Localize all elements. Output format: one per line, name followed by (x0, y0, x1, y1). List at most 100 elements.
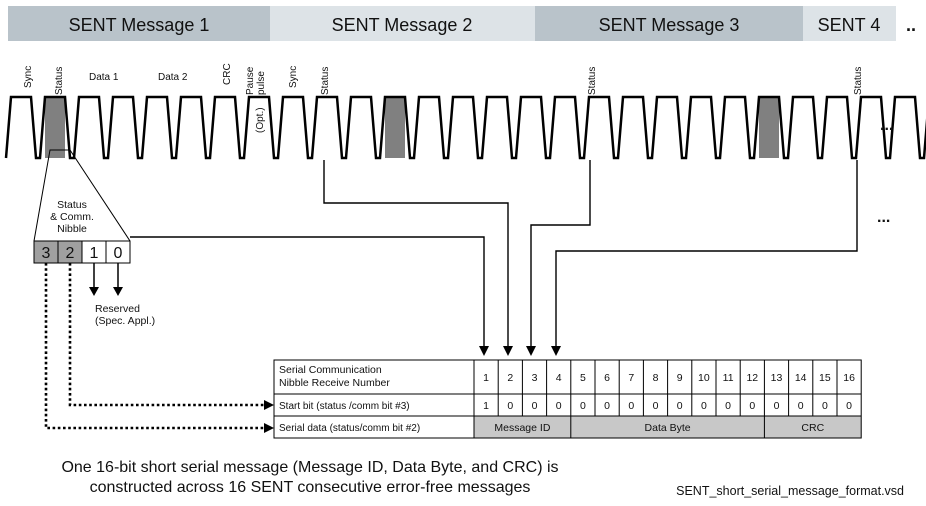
dotted-bit2-to-serial-data (44, 263, 265, 430)
nibble-title-line-1: Status (57, 199, 87, 211)
connector-lines (130, 160, 858, 346)
label-data-2: Data 2 (158, 72, 188, 83)
caption: One 16-bit short serial message (Message… (0, 458, 620, 498)
reserved-line-2: (Spec. Appl.) (95, 315, 155, 327)
start-bit-value: 1 (483, 400, 489, 412)
start-bit-value: 0 (556, 400, 562, 412)
status-highlight (385, 97, 405, 158)
table-border (273, 359, 862, 439)
field-cell (570, 416, 765, 438)
field-label: Message ID (494, 422, 550, 434)
field-label: Data Byte (645, 422, 691, 434)
nibble-number: 8 (653, 372, 659, 384)
connector-msg4-to-nibble4 (555, 160, 858, 346)
header-label-line-1: Serial Communication (279, 364, 382, 376)
banner-segment-2 (270, 6, 535, 41)
status-nibble-highlights (45, 97, 779, 158)
nibble-number: 10 (698, 372, 710, 384)
label-status-1: Status (54, 67, 65, 95)
start-bit-value: 0 (628, 400, 634, 412)
start-bit-value: 0 (774, 400, 780, 412)
file-name: SENT_short_serial_message_format.vsd (676, 484, 904, 498)
arrowhead-start-bit (264, 400, 274, 410)
nibble-number: 14 (795, 372, 807, 384)
nibble-number: 6 (604, 372, 610, 384)
status-highlight (45, 97, 65, 158)
connector-msg3-to-nibble3 (530, 160, 591, 346)
reserved-arrowhead-2 (113, 287, 123, 296)
reserved-arrows (89, 263, 123, 296)
reserved-line-1: Reserved (95, 303, 140, 315)
waveform-continuation: ... (880, 117, 893, 134)
start-bit-value: 0 (604, 400, 610, 412)
banner-label-2: SENT Message 2 (332, 15, 473, 35)
start-bit-value: 0 (846, 400, 852, 412)
nibble-bit-2: 2 (66, 245, 75, 262)
label-pause-word: Pause (245, 66, 256, 95)
nibble-number: 5 (580, 372, 586, 384)
nibble-number: 3 (532, 372, 538, 384)
nibble-number: 1 (483, 372, 489, 384)
nibble-title-line-3: Nibble (57, 223, 87, 235)
start-bit-value: 0 (822, 400, 828, 412)
label-status-4: Status (853, 67, 864, 95)
reserved-arrowhead-1 (89, 287, 99, 296)
connector-arrowheads (479, 346, 561, 356)
label-sync-1: Sync (23, 66, 34, 88)
start-bit-value: 0 (507, 400, 513, 412)
nibble-number: 9 (677, 372, 683, 384)
nibble-number: 11 (723, 372, 734, 384)
banner-segment-3 (535, 6, 803, 41)
nibble-number: 12 (746, 372, 758, 384)
field-cell (764, 416, 862, 438)
label-sync-2: Sync (288, 66, 299, 88)
start-bit-label: Start bit (status /comm bit #3) (279, 401, 410, 412)
label-pulse-word: pulse (256, 71, 267, 95)
nibble-bits: 3 2 1 0 (33, 240, 131, 264)
label-status-3: Status (587, 67, 598, 95)
start-bit-value: 0 (701, 400, 707, 412)
callout-lines (33, 149, 131, 242)
nibble-bit-3: 3 (42, 245, 51, 262)
banner-segment-1 (8, 6, 270, 41)
header-label-line-2: Nibble Receive Number (279, 377, 390, 389)
start-bit-value: 0 (532, 400, 538, 412)
banner-label-3: SENT Message 3 (599, 15, 740, 35)
callout-continuation: ... (877, 209, 890, 226)
nibble-bit-0: 0 (114, 245, 123, 262)
label-opt: (Opt.) (255, 107, 266, 133)
start-bit-value: 0 (725, 400, 731, 412)
nibble-number: 15 (819, 372, 831, 384)
start-bit-value: 0 (749, 400, 755, 412)
arrowhead-nibble-1 (479, 346, 489, 356)
dotted-connectors (44, 263, 265, 430)
label-crc: CRC (222, 63, 233, 85)
nibble-number: 13 (771, 372, 783, 384)
nibble-bit-1: 1 (90, 245, 99, 262)
banner-label-4: SENT 4 (818, 15, 881, 35)
arrowhead-serial-data (264, 423, 274, 433)
start-bit-value: 0 (580, 400, 586, 412)
caption-line-1: One 16-bit short serial message (Message… (61, 459, 559, 476)
sent-waveform (4, 95, 926, 160)
message-banner: SENT Message 1 SENT Message 2 SENT Messa… (8, 6, 916, 41)
nibble-number: 4 (556, 372, 562, 384)
label-status-2: Status (320, 67, 331, 95)
nibble-number: 16 (843, 372, 855, 384)
status-highlight (759, 97, 779, 158)
banner-continuation: .. (906, 15, 916, 35)
nibble-title-line-2: & Comm. (50, 211, 94, 223)
arrowhead-nibble-4 (551, 346, 561, 356)
label-data-1: Data 1 (89, 72, 119, 83)
connector-msg2-to-nibble2 (323, 160, 509, 346)
waveform-labels: Sync Status Data 1 Data 2 CRC Pause puls… (23, 63, 864, 133)
nibble-callout: Status & Comm. Nibble ... (33, 149, 890, 242)
dotted-bit3-to-start-bit (68, 263, 265, 407)
nibble-number: 2 (507, 372, 513, 384)
caption-line-2: constructed across 16 SENT consecutive e… (89, 479, 531, 496)
serial-data-label: Serial data (status/comm bit #2) (279, 423, 420, 434)
start-bit-value: 0 (798, 400, 804, 412)
connector-bit3-to-nibble1 (130, 236, 485, 346)
